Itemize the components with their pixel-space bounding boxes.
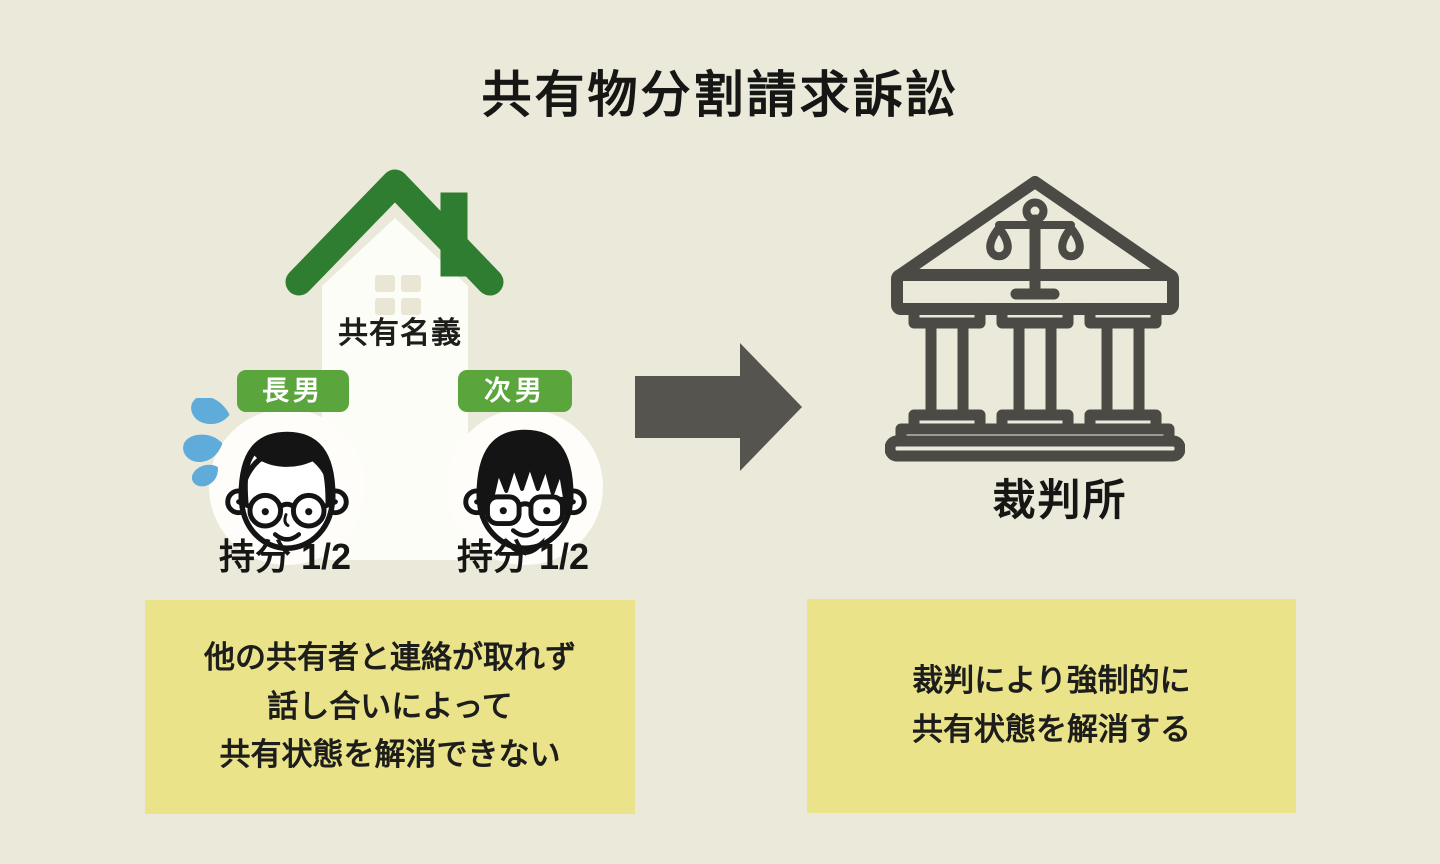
man-glasses-beard-avatar-icon [446,408,604,566]
badge-second-son: 次男 [458,370,572,412]
note-line: 共有状態を解消できない [219,737,561,773]
note-line: 話し合いによって [267,688,513,724]
page-title: 共有物分割請求訴訟 [481,67,959,123]
court-label: 裁判所 [992,477,1128,525]
man-glasses-avatar-icon [208,408,366,566]
note-line: 共有状態を解消する [912,712,1191,747]
note-box-resolution: 裁判により強制的に 共有状態を解消する [807,599,1296,813]
house-ownership-label: 共有名義 [338,317,462,350]
share-label-eldest-son: 持分 1/2 [218,536,352,577]
note-line: 他の共有者と連絡が取れず [204,639,576,675]
badge-eldest-son: 長男 [237,370,349,412]
courthouse-scales-icon [885,176,1185,462]
note-box-problem: 他の共有者と連絡が取れず 話し合いによって 共有状態を解消できない [145,600,635,814]
scales-icon [986,198,1084,300]
right-arrow-icon [635,343,802,471]
note-line: 裁判により強制的に [912,663,1191,699]
window-icon [375,275,421,315]
share-label-second-son: 持分 1/2 [456,536,590,577]
sweat-drops-icon [183,398,230,487]
